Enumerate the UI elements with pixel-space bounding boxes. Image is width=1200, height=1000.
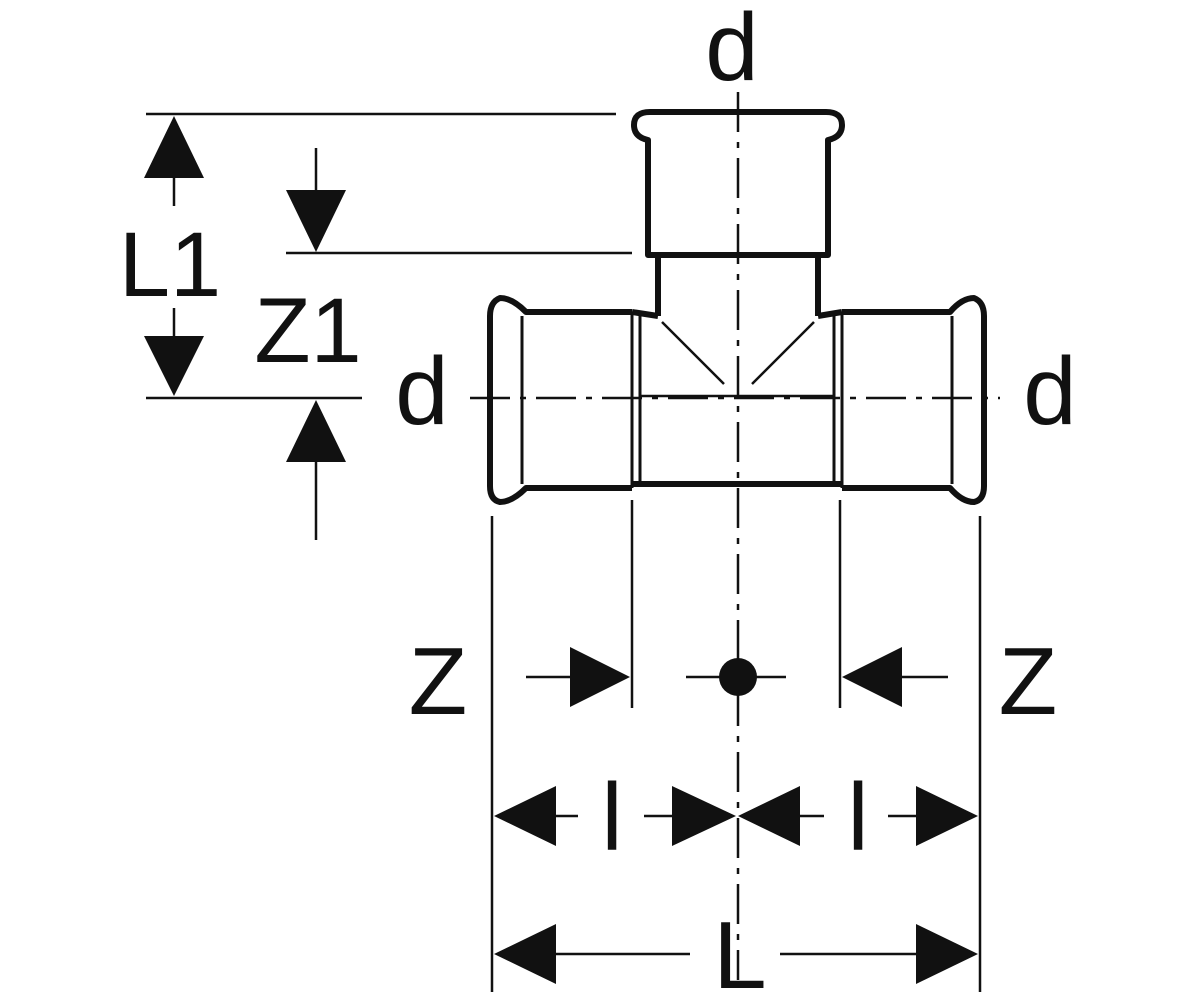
top-neck [655,255,821,316]
arrow-z1-down [286,190,346,252]
label-L: L [713,902,766,1000]
right-socket [842,295,987,505]
socket-depth-left [630,312,642,488]
label-left-d: d [395,338,448,445]
label-right-d: d [1023,338,1076,445]
body-top-edge [631,309,843,319]
arrow-l1-down [144,336,204,396]
center-point [719,658,757,696]
arrowheads [144,116,978,984]
arrow-z-left [570,647,630,707]
arrow-z-right [842,647,902,707]
label-L1: L1 [119,214,221,316]
arrow-L-right [916,924,978,984]
left-socket [487,295,632,505]
label-Z-right: Z [999,628,1058,735]
label-Z1: Z1 [254,280,361,382]
label-l-right: l [847,764,868,871]
label-l-left: l [601,764,622,871]
arrow-l-right-1 [738,786,800,846]
arrow-l-left-2 [672,786,736,846]
tee-fitting-body [487,109,987,505]
dimension-lines [146,112,982,992]
arrow-l-left-1 [494,786,556,846]
label-Z-left: Z [409,628,468,735]
arrow-L-left [494,924,556,984]
arrow-l1-up [144,116,204,178]
center-lines [470,92,1000,980]
socket-depth-right [832,312,844,488]
label-top-d: d [705,0,758,101]
top-socket [631,109,845,258]
arrow-z1-up [286,400,346,462]
arrow-l-right-2 [916,786,978,846]
